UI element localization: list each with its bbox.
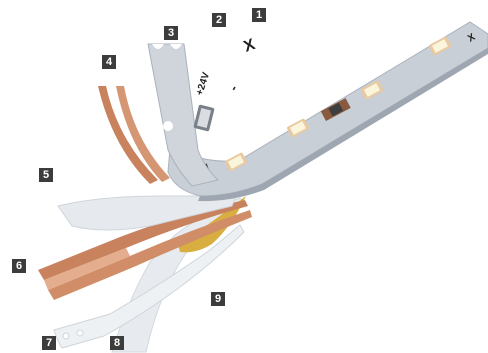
callout-1: 1 [252,8,266,22]
layer-3-mount-hole [163,121,173,131]
layer-7-notch [77,330,83,336]
callout-7: 7 [42,336,56,350]
layer-4-copper-foil [98,86,158,184]
callout-8: 8 [110,336,124,350]
layer-3-mount-hole [151,121,161,131]
layer-2-connector [193,104,214,131]
layer-1-cut-mark: X [242,36,258,56]
callout-9: 9 [211,292,225,306]
callout-3: 3 [164,26,178,40]
polarity-minus-label: - [226,82,241,93]
callout-2: 2 [212,13,226,27]
callout-5: 5 [39,168,53,182]
layer-7-notch [63,333,69,339]
polarity-plus-label: +24V [194,71,212,97]
callout-6: 6 [12,259,26,273]
callout-4: 4 [102,55,116,69]
